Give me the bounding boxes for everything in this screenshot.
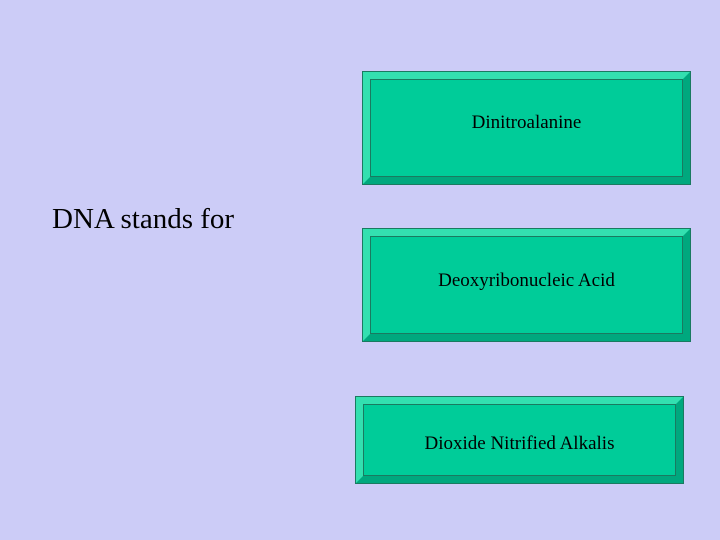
question-text: DNA stands for bbox=[52, 203, 235, 235]
answer-choice-3-label: Dioxide Nitrified Alkalis bbox=[424, 433, 615, 454]
answer-choice-2[interactable]: Deoxyribonucleic Acid bbox=[362, 228, 691, 342]
answer-choice-2-label: Deoxyribonucleic Acid bbox=[438, 270, 615, 291]
answer-choice-1-label: Dinitroalanine bbox=[471, 112, 582, 133]
answer-choice-1[interactable]: Dinitroalanine bbox=[362, 71, 691, 185]
answer-choice-3[interactable]: Dioxide Nitrified Alkalis bbox=[355, 396, 684, 484]
